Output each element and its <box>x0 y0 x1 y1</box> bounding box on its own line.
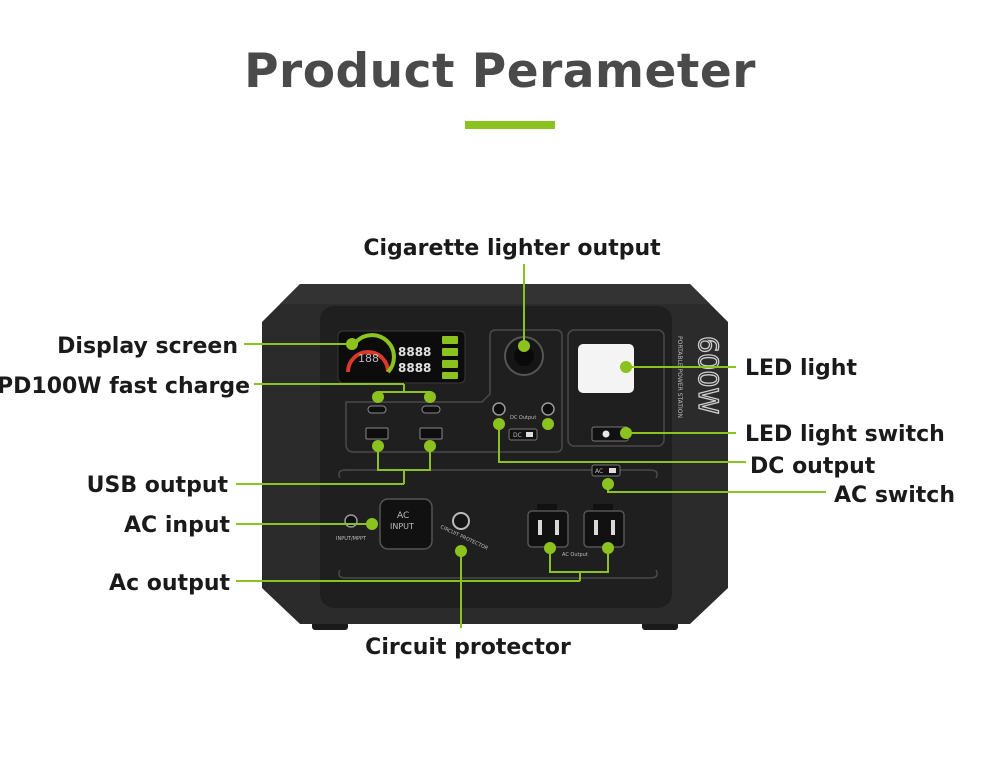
screen-digits-1: 8888 <box>398 345 431 359</box>
usb-a-port-1 <box>365 427 389 440</box>
label-usb-output: USB output <box>87 473 229 498</box>
dot-dc-port-2 <box>542 418 554 430</box>
input-mppt-port <box>344 514 358 528</box>
ac-outlet-1 <box>527 510 569 548</box>
dot-cigarette-lighter <box>518 340 530 352</box>
lower-panel-outline <box>338 469 658 479</box>
ac-outlet-1-tab <box>537 504 557 512</box>
ac-button-indicator <box>609 468 616 473</box>
battery-gauge-arc-green <box>354 333 396 374</box>
dot-ac-input <box>366 518 378 530</box>
label-pd100w-fast-charge: PD100W fast charge <box>0 374 250 399</box>
dot-usb-a-1 <box>372 440 384 452</box>
ac-outlet-2-slot-right <box>611 520 615 535</box>
label-led-light-switch: LED light switch <box>745 422 945 447</box>
ac-button-text: AC <box>595 468 603 475</box>
dot-usb-c-1 <box>372 391 384 403</box>
screen-indicator-1 <box>442 336 458 344</box>
led-light <box>578 344 634 393</box>
dot-ac-outlet-1 <box>544 542 556 554</box>
label-display-screen: Display screen <box>57 334 238 359</box>
dc-button <box>508 428 538 441</box>
dot-circuit-protector <box>455 545 467 557</box>
side-text: PORTABLE POWER STATION <box>676 336 683 418</box>
led-light-panel <box>567 329 665 447</box>
dc-output-text: DC Output <box>510 415 536 421</box>
usb-a-port-2 <box>419 427 443 440</box>
ac-outlet-1-slot-right <box>555 520 559 535</box>
screen-indicator-4 <box>442 372 458 379</box>
dot-led-switch <box>620 427 632 439</box>
screen-indicator-3 <box>442 360 458 368</box>
dot-ac-switch <box>602 478 614 490</box>
screen-battery-reading: 188 <box>358 352 379 365</box>
dot-display-screen <box>346 338 358 350</box>
dot-ac-outlet-2 <box>602 542 614 554</box>
label-cigarette-lighter-output: Cigarette lighter output <box>363 236 661 261</box>
cigarette-lighter-socket-inner <box>514 346 534 366</box>
screen-indicator-2 <box>442 348 458 356</box>
ac-outlet-1-slot-left <box>538 520 542 535</box>
ac-input-port <box>379 498 433 550</box>
ac-outlet-2-slot-left <box>594 520 598 535</box>
lower-panel-outline-bottom <box>338 569 658 579</box>
dot-usb-a-2 <box>424 440 436 452</box>
ac-outlet-2-tab <box>593 504 613 512</box>
ac-outlet-2 <box>583 510 625 548</box>
screen-digits-2: 8888 <box>398 361 431 375</box>
label-dc-output: DC output <box>750 454 876 479</box>
dot-dc-port-1 <box>493 418 505 430</box>
dc-button-indicator <box>526 432 533 437</box>
ac-input-text-1: AC <box>397 511 409 521</box>
usb-c-port-2 <box>421 405 441 414</box>
input-mppt-text: INPUT/MPPT <box>336 536 367 542</box>
ac-switch-button <box>591 464 621 477</box>
circuit-protector-button <box>452 512 470 530</box>
dc-button-text: DC <box>513 432 522 439</box>
dc-port-1 <box>492 402 506 416</box>
device-top-edge <box>280 284 710 304</box>
dot-usb-c-2 <box>424 391 436 403</box>
label-led-light: LED light <box>745 356 857 381</box>
label-ac-input: AC input <box>124 513 230 538</box>
dc-port-2 <box>541 402 555 416</box>
label-ac-switch: AC switch <box>834 483 955 508</box>
dot-led-light <box>620 361 632 373</box>
ac-output-text: AC Output <box>562 552 588 558</box>
page-title: Product Perameter <box>244 44 756 99</box>
brand-600w: 600W <box>692 336 723 414</box>
label-circuit-protector: Circuit protector <box>365 635 571 660</box>
callout-dots <box>346 338 632 557</box>
title-underline <box>465 121 555 129</box>
battery-gauge-arc <box>346 350 390 373</box>
upper-panel-outline <box>345 329 563 453</box>
ac-input-text-2: INPUT <box>390 522 414 531</box>
bulb-icon <box>602 430 610 438</box>
usb-c-port-1 <box>367 405 387 414</box>
line-dc-output <box>498 424 746 463</box>
label-ac-output: Ac output <box>109 571 230 596</box>
